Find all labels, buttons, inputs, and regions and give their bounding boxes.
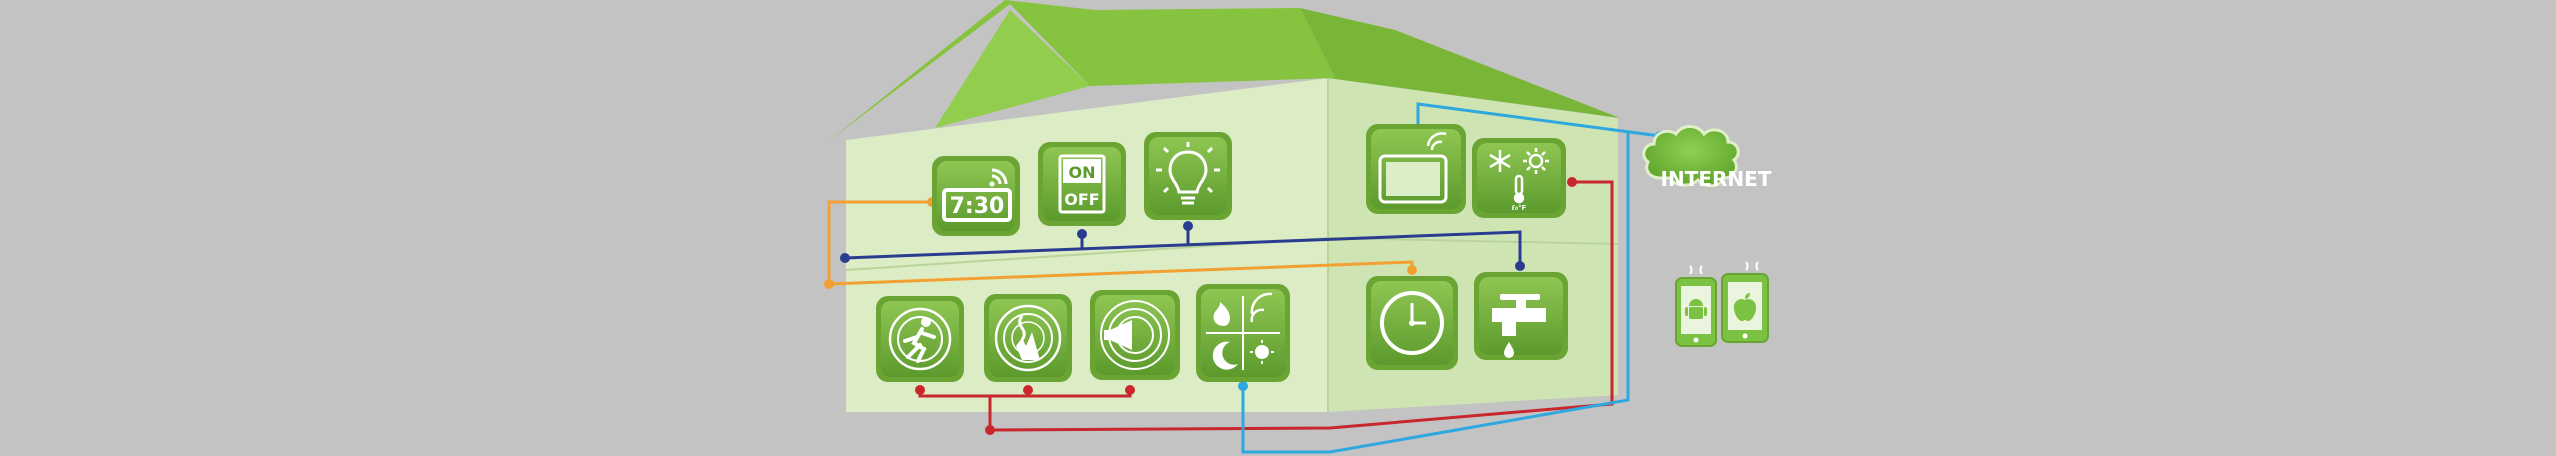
clock-icon xyxy=(1380,291,1444,355)
wire-red-main xyxy=(988,180,1614,432)
internet-label: INTERNET xyxy=(1661,167,1772,191)
android-icon xyxy=(1685,299,1707,319)
flame-icon xyxy=(1213,302,1230,326)
climate-tile[interactable]: ℓ₀°F xyxy=(1472,138,1566,218)
timer-tile[interactable] xyxy=(1366,276,1458,370)
sun-small-icon xyxy=(1250,340,1274,364)
on-off-switch-icon: ON OFF xyxy=(1058,154,1106,214)
alarm-clock-tile[interactable]: 7:30 xyxy=(932,156,1020,236)
environment-tile[interactable] xyxy=(1196,284,1290,382)
alarm-clock-icon: 7:30 xyxy=(942,168,1012,222)
motion-sensor-icon xyxy=(888,307,952,371)
water-faucet-icon xyxy=(1492,294,1546,358)
apple-icon xyxy=(1733,293,1757,321)
tablet-wifi-icon xyxy=(1378,132,1448,204)
lighting-tile[interactable] xyxy=(1144,132,1232,220)
sun-icon xyxy=(1523,148,1549,174)
wire-navy xyxy=(844,230,1522,266)
power-switch-tile[interactable]: ON OFF xyxy=(1038,142,1126,226)
internet-bubble[interactable]: INTERNET xyxy=(1642,125,1772,192)
fire-sensor-tile[interactable] xyxy=(984,294,1072,382)
tablet-tile[interactable] xyxy=(1366,124,1466,214)
fire-sensor-icon xyxy=(994,304,1062,372)
switch-on-label: ON xyxy=(1069,163,1096,182)
siren-tile[interactable] xyxy=(1090,290,1180,380)
moon-icon xyxy=(1212,341,1238,370)
wire-blue-tablet xyxy=(1416,102,1661,138)
light-bulb-icon xyxy=(1156,142,1220,205)
wiring xyxy=(824,102,1665,454)
wire-blue-main xyxy=(1241,132,1630,454)
apple-phone[interactable] xyxy=(1721,261,1769,343)
signal-icon xyxy=(1250,292,1273,323)
android-phone[interactable] xyxy=(1675,265,1717,347)
roof-front xyxy=(830,0,1335,140)
environment-sensor-icon xyxy=(1206,292,1280,370)
snowflake-icon xyxy=(1489,150,1511,172)
roof-side xyxy=(1300,8,1620,118)
water-valve-tile[interactable] xyxy=(1474,272,1568,360)
motion-sensor-tile[interactable] xyxy=(876,296,964,382)
clock-display: 7:30 xyxy=(950,194,1005,219)
climate-control-icon xyxy=(1489,148,1549,204)
thermostat-readout: ℓ₀°F xyxy=(1511,204,1527,212)
roof-gable xyxy=(935,10,1090,128)
siren-icon xyxy=(1100,300,1170,370)
switch-off-label: OFF xyxy=(1064,190,1099,209)
thermometer-icon xyxy=(1513,174,1525,204)
